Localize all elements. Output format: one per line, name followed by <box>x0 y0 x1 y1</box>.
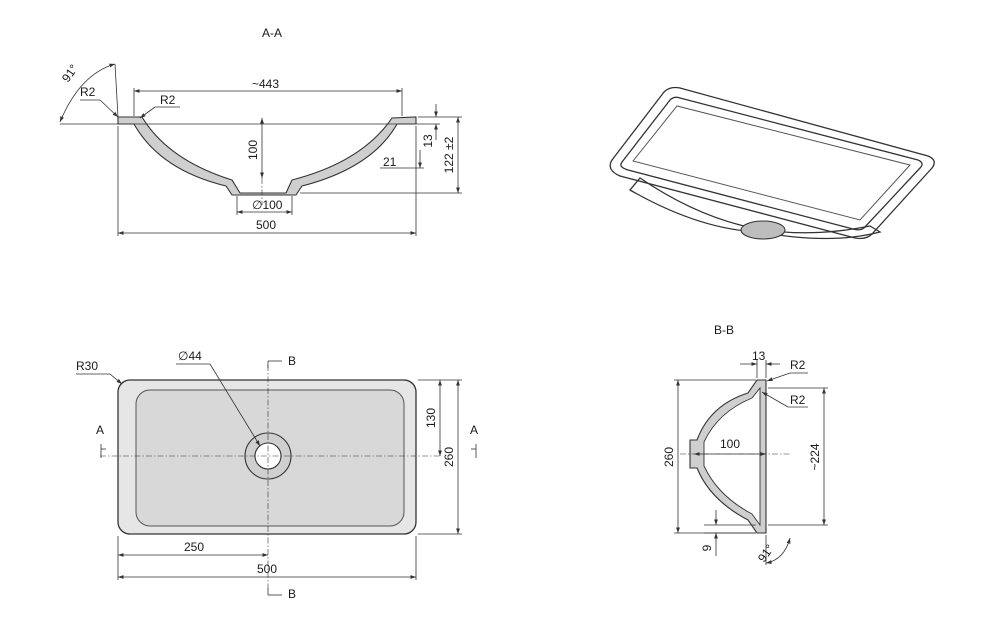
dim-plan-half-height: 130 <box>424 408 438 428</box>
dim-bb-overall: 260 <box>662 447 676 467</box>
dim-plan-corner-radius: R30 <box>76 359 98 373</box>
dim-plan-hole-dia: ∅44 <box>178 349 202 363</box>
section-mark-b-top: B <box>288 354 296 368</box>
section-bb-view: B-B 13 R2 R2 100 260 ~224 <box>662 323 828 565</box>
dim-plan-half-width: 250 <box>184 540 204 554</box>
section-mark-a-right: A <box>470 423 478 437</box>
dim-aa-radius-inner: R2 <box>160 93 176 107</box>
dim-bb-depth: 100 <box>720 437 740 451</box>
dim-plan-width: 500 <box>257 562 277 576</box>
dim-aa-height: 122 ±2 <box>442 136 456 173</box>
section-aa-title: A-A <box>262 26 282 40</box>
dim-aa-drain-dia: ∅100 <box>252 198 283 212</box>
dim-aa-top-width: ~443 <box>252 77 279 91</box>
dim-aa-depth: 100 <box>246 140 260 160</box>
dim-bb-angle: 91° <box>755 542 777 565</box>
section-aa-view: A-A ~443 100 ∅100 500 13 122 ±2 <box>59 26 462 236</box>
dim-aa-rim: 13 <box>421 134 435 148</box>
dim-aa-angle: 91° <box>59 62 81 85</box>
section-aa-profile <box>117 116 417 196</box>
dim-bb-radius-inner: R2 <box>790 393 806 407</box>
plan-view: R30 ∅44 130 260 250 500 B B A A <box>76 349 478 601</box>
section-bb-title: B-B <box>714 323 734 337</box>
dim-bb-rim: 13 <box>752 349 766 363</box>
dim-bb-lip: 9 <box>700 544 714 551</box>
dim-bb-inner: ~224 <box>808 443 822 470</box>
section-mark-a-left: A <box>96 423 104 437</box>
dim-bb-radius-top: R2 <box>790 358 806 372</box>
dim-aa-offset: 21 <box>383 155 397 169</box>
isometric-view <box>609 86 935 240</box>
dim-aa-overall-width: 500 <box>256 218 276 232</box>
dim-aa-radius-left: R2 <box>80 85 96 99</box>
dim-plan-height: 260 <box>442 447 456 467</box>
section-mark-b-bottom: B <box>288 587 296 601</box>
